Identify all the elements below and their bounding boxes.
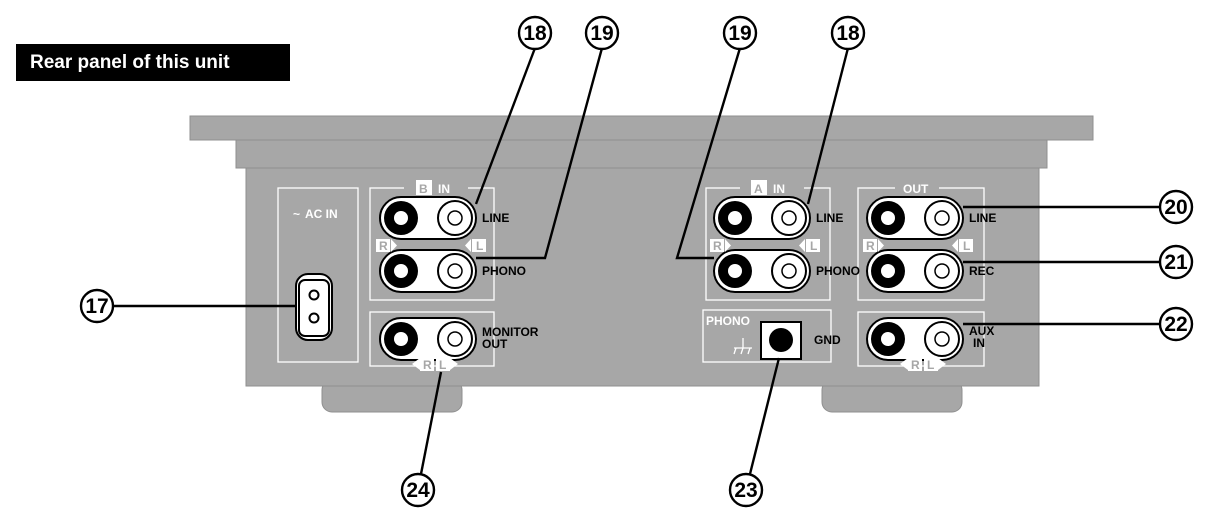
svg-text:18: 18 xyxy=(523,22,547,45)
out-rec-label: REC xyxy=(969,264,995,278)
b-badge-box xyxy=(416,180,432,195)
jack-b-phono xyxy=(379,249,477,293)
a-l-marker: L xyxy=(810,239,817,253)
ac-symbol: ~ xyxy=(293,207,300,221)
callout-19-left: 19 xyxy=(584,15,620,51)
out-line-label: LINE xyxy=(969,211,996,225)
plate-shadow xyxy=(235,139,1048,169)
jack-aux-in xyxy=(866,317,964,361)
b-r-marker: R xyxy=(379,239,388,253)
callout-24: 24 xyxy=(400,472,436,508)
a-phono-label: PHONO xyxy=(816,264,860,278)
monitor-r-marker: R xyxy=(423,358,432,372)
callout-22: 22 xyxy=(1158,306,1194,342)
a-badge: A xyxy=(754,182,763,196)
svg-text:23: 23 xyxy=(734,479,757,502)
svg-text:17: 17 xyxy=(85,295,108,318)
a-r-marker: R xyxy=(713,239,722,253)
b-badge: B xyxy=(419,182,428,196)
callout-23: 23 xyxy=(728,472,764,508)
callout-17: 17 xyxy=(79,288,115,324)
a-badge-box xyxy=(751,180,767,195)
ac-inlet-socket xyxy=(295,273,333,341)
gnd-label: GND xyxy=(814,333,841,347)
svg-text:19: 19 xyxy=(590,22,613,45)
jack-out-line xyxy=(866,196,964,240)
svg-text:18: 18 xyxy=(836,22,860,45)
a-line-label: LINE xyxy=(816,211,843,225)
jack-out-rec xyxy=(866,249,964,293)
rl-markers: R L R L R L R L R L xyxy=(376,239,973,372)
panel-title: Rear panel of this unit xyxy=(16,44,290,81)
svg-text:21: 21 xyxy=(1164,251,1188,274)
jack-a-phono xyxy=(713,249,811,293)
ground-symbol xyxy=(733,338,752,355)
ac-in-frame xyxy=(277,187,359,363)
monitor-label-2: OUT xyxy=(482,337,508,351)
callout-20: 20 xyxy=(1158,189,1194,225)
top-plate xyxy=(189,115,1094,141)
jack-pairs xyxy=(379,196,964,361)
b-l-marker: L xyxy=(476,239,483,253)
svg-text:20: 20 xyxy=(1164,196,1187,219)
svg-text:24: 24 xyxy=(406,479,430,502)
callout-21: 21 xyxy=(1158,244,1194,280)
out-r-marker: R xyxy=(866,239,875,253)
out-label: OUT xyxy=(903,182,929,196)
svg-text:19: 19 xyxy=(728,22,751,45)
callout-18-left: 18 xyxy=(517,15,553,51)
aux-l-marker: L xyxy=(927,358,934,372)
out-l-marker: L xyxy=(963,239,970,253)
aux-label-2: IN xyxy=(973,336,985,350)
jack-b-line xyxy=(379,196,477,240)
monitor-l-marker: L xyxy=(439,358,446,372)
callout-18-right: 18 xyxy=(830,15,866,51)
leader-lines xyxy=(114,47,1160,475)
b-line-label: LINE xyxy=(482,211,509,225)
ac-in-label: AC IN xyxy=(305,207,338,221)
monitor-label-1: MONITOR xyxy=(482,325,539,339)
phono-gnd-title: PHONO xyxy=(706,314,750,328)
a-in-label: IN xyxy=(773,182,785,196)
aux-r-marker: R xyxy=(911,358,920,372)
b-phono-label: PHONO xyxy=(482,264,526,278)
jack-a-line xyxy=(713,196,811,240)
aux-label-1: AUX xyxy=(969,324,994,338)
callout-19-right: 19 xyxy=(722,15,758,51)
b-in-label: IN xyxy=(438,182,450,196)
svg-text:22: 22 xyxy=(1164,313,1187,336)
gnd-frame xyxy=(702,309,832,363)
jack-monitor-out xyxy=(379,317,477,361)
